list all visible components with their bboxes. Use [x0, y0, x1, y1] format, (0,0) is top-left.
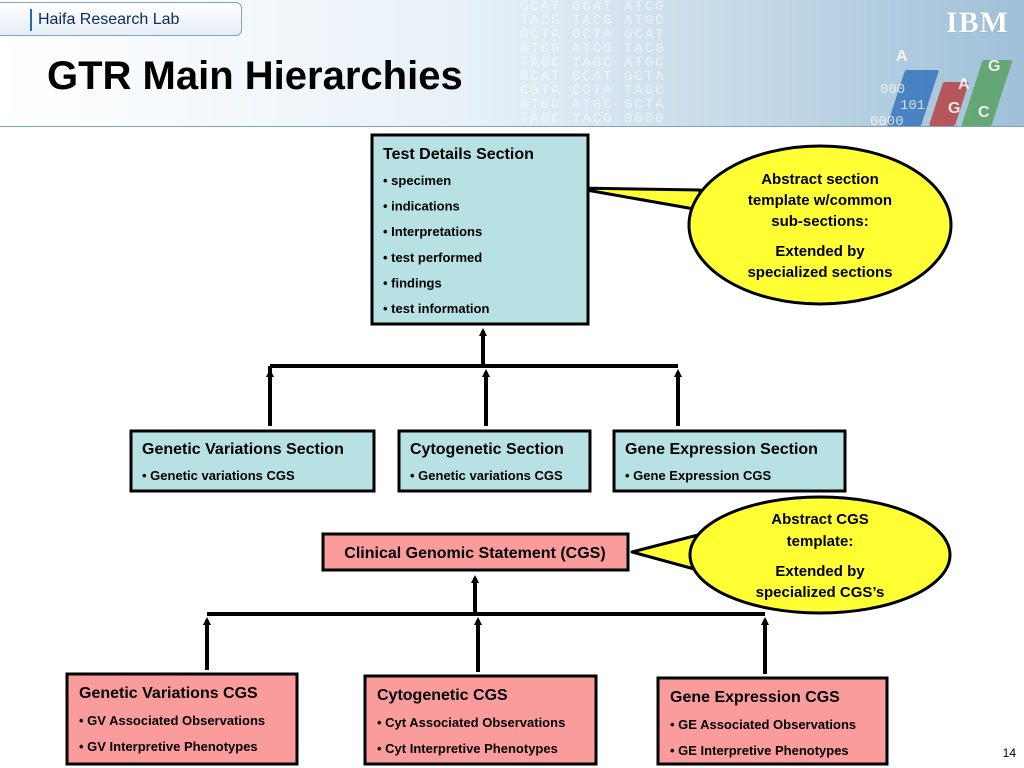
test-details-item: • test performed: [383, 250, 482, 265]
cgs-child-item: • GV Associated Observations: [79, 713, 265, 728]
cgs-child-box: Cytogenetic CGS • Cyt Associated Observat…: [363, 674, 598, 766]
test-details-box: Test Details Section • specimen • indicati…: [370, 133, 590, 326]
section-item: • Genetic variations CGS: [410, 468, 563, 483]
background-digits: 101: [900, 98, 926, 114]
background-base-letter: A: [958, 76, 970, 93]
dna-background: GCAT GCAT ATCG TACG TACG ATGC GCTA GCTA …: [520, 0, 666, 126]
section-item: • Gene Expression CGS: [625, 468, 771, 483]
callout-text-line: template:: [787, 533, 854, 550]
cgs-child-item: • Cyt Associated Observations: [377, 715, 565, 730]
section-title: Gene Expression Section: [625, 441, 818, 458]
background-base-letter: G: [988, 58, 1001, 75]
ibm-logo: IBM: [946, 8, 1014, 38]
slide-header: GCAT GCAT ATCG TACG TACG ATGC GCTA GCTA …: [0, 0, 1024, 127]
test-details-title: Test Details Section: [383, 146, 534, 163]
connectors: [203, 328, 769, 674]
callout-bubble: [573, 144, 953, 306]
background-digits: 0000: [870, 114, 904, 127]
callout-text-line: Extended by: [775, 563, 865, 580]
cgs-child-box-frame: [65, 672, 299, 766]
cgs-child-item: • GE Associated Observations: [670, 717, 856, 732]
callout-ellipse: [687, 144, 953, 306]
callout-pointer: [573, 186, 702, 212]
cgs-child-item: • GE Interpretive Phenotypes: [670, 743, 849, 758]
boxes: Test Details Section • specimen • indicati…: [65, 133, 889, 766]
test-details-item: • Interpretations: [383, 224, 482, 239]
section-box-frame: [397, 429, 592, 493]
cgs-child-box: Gene Expression CGS • GE Associated Obser…: [656, 676, 889, 766]
callout-text-line: sub-sections:: [771, 213, 869, 230]
callout-text-line: Extended by: [775, 243, 865, 260]
cgs-child-item: • GV Interpretive Phenotypes: [79, 739, 258, 754]
cgs-child-item: • Cyt Interpretive Phenotypes: [377, 741, 558, 756]
lab-tab-bar: [30, 9, 32, 31]
section-box: Cytogenetic Section • Genetic variations …: [397, 429, 592, 493]
section-box-frame: [612, 429, 847, 493]
background-base-letter: C: [978, 104, 990, 121]
callout-text-line: Abstract CGS: [771, 511, 869, 528]
lab-label: Haifa Research Lab: [38, 11, 180, 28]
lab-tab: Haifa Research Lab: [0, 2, 242, 36]
page-number: 14: [1002, 746, 1016, 760]
callout-pointer: [630, 533, 700, 572]
page-title: GTR Main Hierarchies: [47, 54, 463, 98]
callout-text-line: template w/common: [748, 192, 892, 209]
cgs-title: Clinical Genomic Statement (CGS): [344, 545, 605, 562]
background-base-letter: G: [948, 100, 961, 117]
section-box: Genetic Variations Section • Genetic vari…: [129, 429, 376, 493]
test-details-item: • indications: [383, 199, 460, 214]
callout-ellipse: [688, 495, 952, 615]
background-base-letter: A: [896, 48, 908, 65]
section-box: Gene Expression Section • Gene Expression…: [612, 429, 847, 493]
test-details-item: • test information: [383, 301, 489, 316]
test-details-box-frame: [370, 133, 590, 326]
section-box-frame: [129, 429, 376, 493]
callout-text-line: Abstract section: [761, 171, 879, 188]
cgs-child-box-frame: [656, 676, 889, 766]
test-details-item: • findings: [383, 275, 442, 290]
section-title: Genetic Variations Section: [142, 441, 344, 458]
cgs-child-box: Genetic Variations CGS • GV Associated Ob…: [65, 672, 299, 766]
callout-bubble: [630, 495, 952, 615]
cgs-child-title: Gene Expression CGS: [670, 689, 840, 706]
cgs-child-box-frame: [363, 674, 598, 766]
callout-pointer-cover: [706, 193, 720, 207]
test-details-item: • specimen: [383, 173, 451, 188]
cgs-box-frame: [321, 532, 630, 572]
cgs-box: Clinical Genomic Statement (CGS): [321, 532, 630, 572]
section-title: Cytogenetic Section: [410, 441, 564, 458]
cgs-child-title: Cytogenetic CGS: [377, 687, 508, 704]
section-item: • Genetic variations CGS: [142, 468, 295, 483]
background-digits: 000: [880, 82, 906, 98]
callouts: Abstract section template w/common sub-sec…: [573, 144, 953, 615]
callout-pointer-cover: [704, 538, 718, 567]
callout-text-line: specialized sections: [747, 264, 892, 281]
cgs-child-title: Genetic Variations CGS: [79, 685, 258, 702]
callout-text-line: specialized CGS’s: [756, 584, 885, 601]
